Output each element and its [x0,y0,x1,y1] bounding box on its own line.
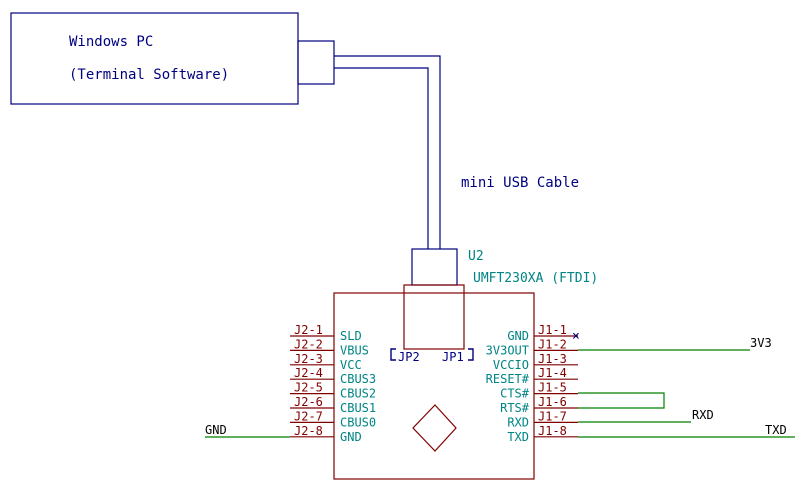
jp1-bracket [468,348,474,361]
right-pin-group: J1-1 GND J1-2 3V3OUT J1-3 VCCIO J1-4 RESET# J1-5… [486,323,578,444]
right-pin-number: J1-1 [538,323,567,337]
usb-connector [403,284,465,350]
cable-label: mini USB Cable [461,175,579,191]
pc-subtitle: (Terminal Software) [69,67,229,83]
right-pin-name: VCCIO [493,358,529,372]
left-pin-number: J2-5 [294,381,323,395]
left-pin-name: SLD [340,329,362,343]
usb-cable-outer [334,55,441,249]
pc-title: Windows PC [69,34,153,50]
windows-pc-box [10,12,299,105]
right-pin-name: TXD [507,430,529,444]
left-pin-name: VCC [340,358,362,372]
jp1-label: JP1 [442,350,464,364]
right-pin-name: CTS# [500,387,530,401]
right-pin-name: RXD [507,415,529,429]
right-pin-name: RTS# [500,401,530,415]
right-pin-number: J1-6 [538,395,567,409]
net-label-rxd: RXD [692,408,714,422]
right-pin-number: J1-8 [538,424,567,438]
right-pin-name: RESET# [486,372,530,386]
left-pin-number: J2-6 [294,395,323,409]
right-pin-number: J1-3 [538,352,567,366]
left-pin-name: CBUS2 [340,387,376,401]
right-pin-name: 3V3OUT [486,343,529,357]
left-pin-name: CBUS3 [340,372,376,386]
right-pin-number: J1-7 [538,409,567,423]
wire-cts-rts-loop [578,392,665,409]
jp2-label: JP2 [398,350,420,364]
net-label-txd: TXD [765,423,787,437]
right-pin-number: J1-2 [538,337,567,351]
usb-plug-module [411,248,458,286]
left-pin-name: GND [340,430,362,444]
left-pin-number: J2-1 [294,323,323,337]
module-body [333,292,535,480]
left-pin-number: J2-7 [294,409,323,423]
left-pin-number: J2-2 [294,337,323,351]
left-pin-number: J2-4 [294,366,323,380]
right-pin-number: J1-4 [538,366,567,380]
left-pin-name: VBUS [340,343,369,357]
net-label-gnd: GND [205,423,227,437]
right-pin-name: GND [507,329,529,343]
usb-plug-pc [297,40,335,85]
usb-cable-inner [334,67,429,249]
no-connect-mark: × [572,329,580,344]
left-pin-number: J2-3 [294,352,323,366]
left-pin-name: CBUS1 [340,401,376,415]
module-diamond [412,404,457,452]
module-ref: U2 [468,249,484,264]
right-pin-number: J1-5 [538,381,567,395]
net-label-3v3: 3V3 [750,336,772,350]
jp2-bracket [390,348,396,361]
left-pin-number: J2-8 [294,424,323,438]
left-pin-name: CBUS0 [340,415,376,429]
module-value: UMFT230XA (FTDI) [473,271,598,286]
